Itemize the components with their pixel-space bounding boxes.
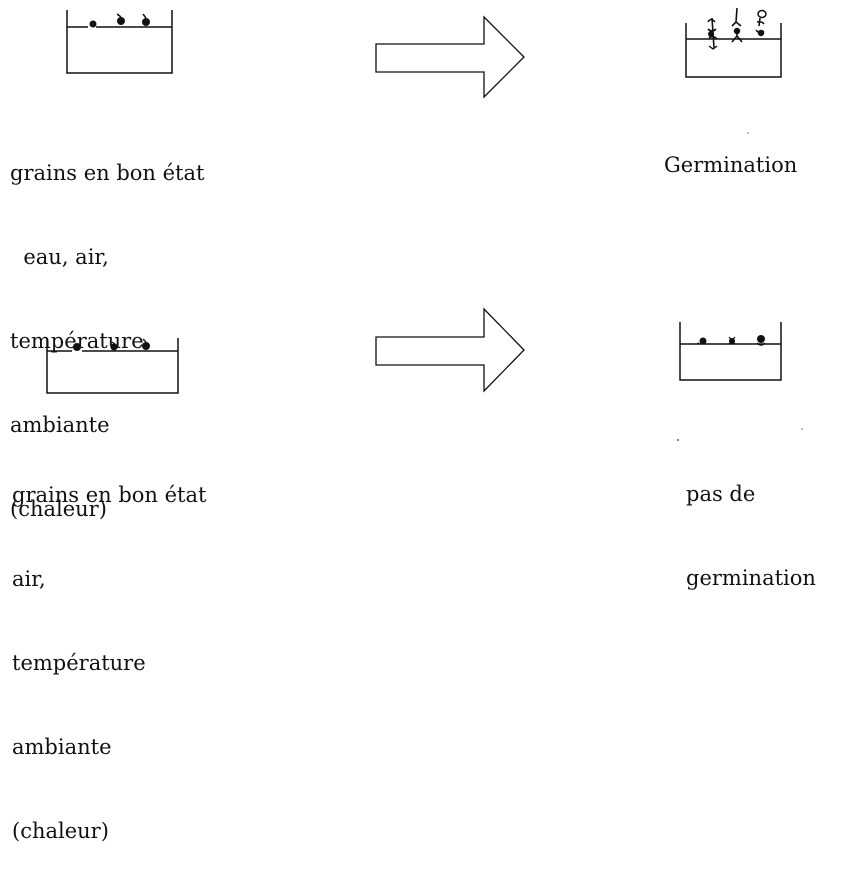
seed-icon bbox=[142, 18, 150, 26]
condition-line: (chaleur) bbox=[10, 497, 107, 521]
speck bbox=[747, 132, 749, 134]
experiment-2-conditions: grains en bon état air, température ambi… bbox=[12, 425, 206, 873]
experiment-1-conditions: grains en bon état eau, air, température… bbox=[10, 103, 204, 551]
seed-icon bbox=[117, 17, 125, 25]
condition-line: (chaleur) bbox=[12, 819, 109, 843]
container-seeds-with-water bbox=[66, 10, 173, 74]
speck bbox=[677, 439, 679, 441]
result-label: Germination bbox=[664, 153, 798, 177]
germination-diagram bbox=[46, 7, 803, 441]
container-germinated-seeds bbox=[685, 7, 782, 78]
condition-line: grains en bon état bbox=[10, 161, 205, 185]
seed-icon bbox=[89, 20, 97, 28]
container-seeds-without-water bbox=[46, 338, 179, 394]
sprout-icon bbox=[731, 7, 743, 43]
sprout-icon bbox=[707, 17, 718, 50]
result-label: germination bbox=[686, 566, 816, 590]
condition-line: eau, air, bbox=[10, 245, 109, 269]
container-no-germination bbox=[679, 322, 782, 381]
condition-line: ambiante bbox=[12, 735, 112, 759]
sprout-icon bbox=[755, 9, 767, 37]
arrow-right-icon bbox=[375, 307, 525, 393]
seed-icon bbox=[73, 343, 81, 351]
seed-icon bbox=[699, 337, 707, 345]
condition-line: température bbox=[12, 651, 146, 675]
condition-line: air, bbox=[12, 567, 46, 591]
condition-line: grains en bon état bbox=[12, 483, 207, 507]
seed-icon bbox=[110, 343, 118, 351]
arrow-right-icon bbox=[375, 15, 525, 99]
speck bbox=[801, 428, 803, 430]
condition-line: température bbox=[10, 329, 144, 353]
experiment-2-result: pas de germination bbox=[686, 424, 816, 620]
experiment-1-result: Germination bbox=[664, 95, 797, 207]
seed-icon bbox=[142, 342, 150, 350]
result-label: pas de bbox=[686, 482, 756, 506]
condition-line: ambiante bbox=[10, 413, 110, 437]
seed-icon bbox=[757, 335, 765, 343]
